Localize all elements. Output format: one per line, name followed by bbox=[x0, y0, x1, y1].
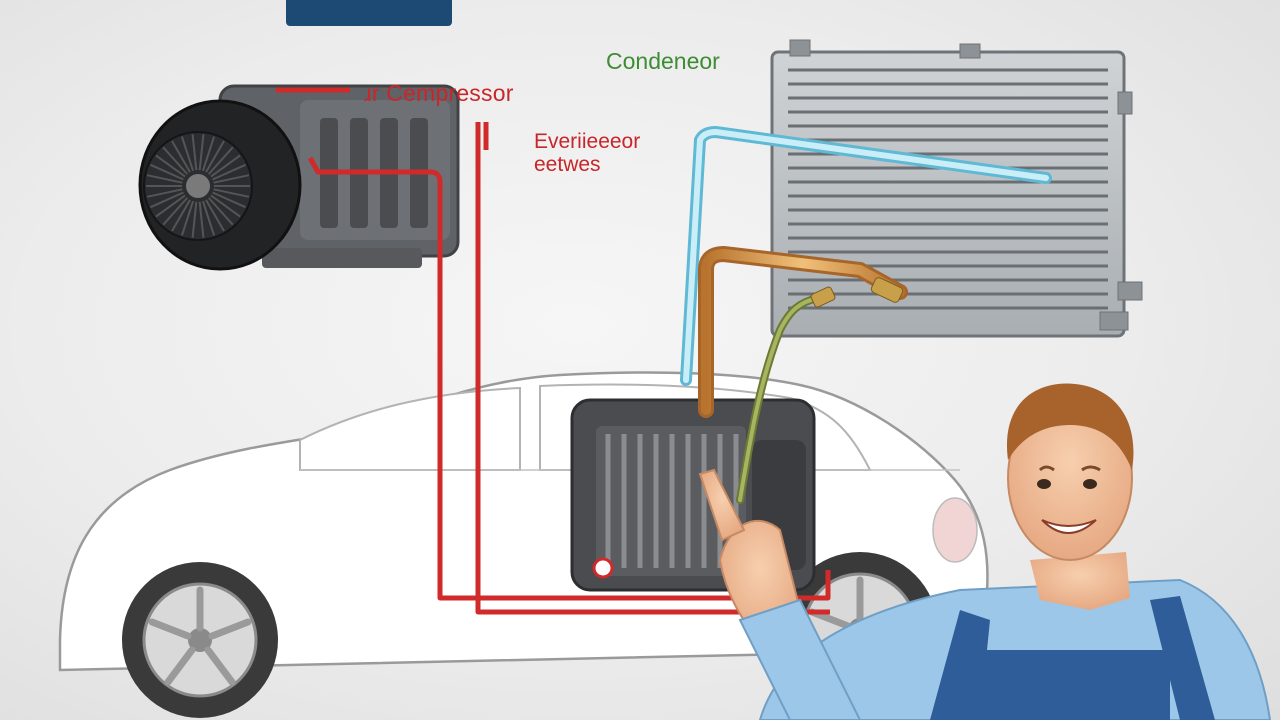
top-banner-tab bbox=[286, 0, 452, 26]
compressor-label: ɹr Cempressor bbox=[364, 80, 514, 106]
refrigerant-line-red bbox=[276, 87, 831, 615]
evaporator-icon bbox=[570, 398, 816, 592]
wheel-front-icon bbox=[122, 562, 278, 718]
refrigerant-line-green bbox=[736, 286, 836, 504]
evaporator-label-line1: Everiieeeor bbox=[534, 130, 641, 153]
refrigerant-line-copper bbox=[698, 245, 908, 418]
compressor-icon bbox=[138, 84, 460, 271]
condenser-label: Condeneor bbox=[606, 48, 720, 74]
evaporator-label-line2: eetwes bbox=[534, 153, 601, 176]
mechanic-illustration bbox=[698, 383, 1272, 720]
refrigerant-line-blue bbox=[680, 125, 1052, 386]
